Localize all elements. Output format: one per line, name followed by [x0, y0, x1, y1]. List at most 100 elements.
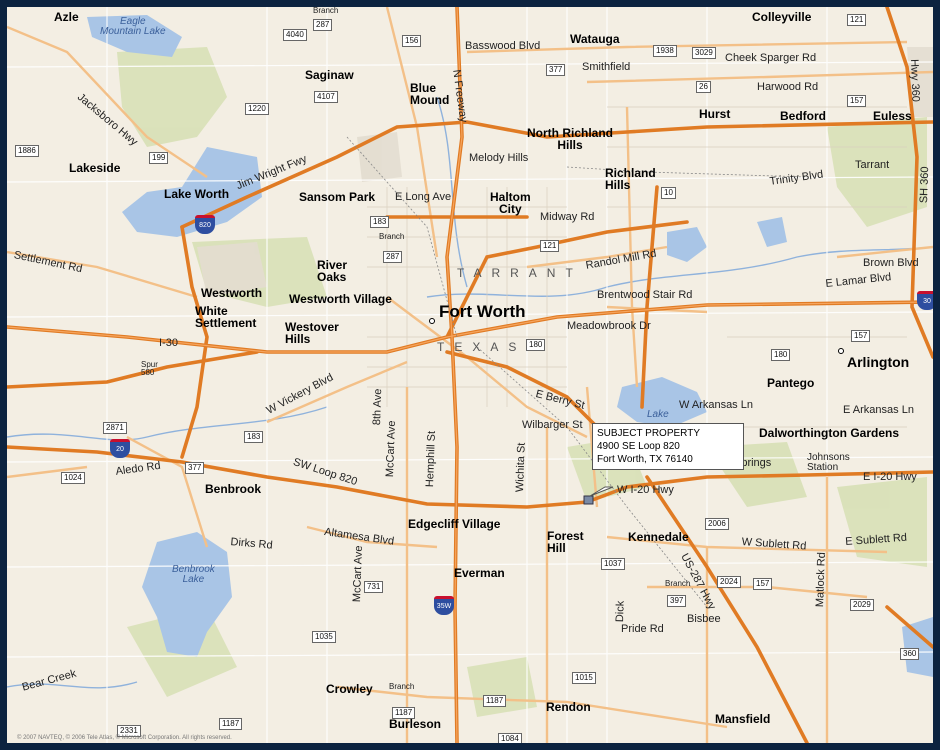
road-mccart: McCart Ave — [384, 420, 398, 478]
city-white-settlement: White Settlement — [195, 304, 257, 330]
city-forest-hill: Forest Hill — [547, 529, 584, 555]
route-shield: 1938 — [653, 45, 677, 57]
city-river-oaks: River Oaks — [317, 258, 348, 284]
route-shield: 10 — [661, 187, 676, 199]
road-pride: Pride Rd — [621, 623, 664, 635]
subject-property-title: SUBJECT PROPERTY — [597, 428, 700, 439]
minor-roads — [7, 7, 933, 743]
city-dalworthington-gardens: Dalworthington Gardens — [759, 426, 900, 440]
road-i30: I-30 — [159, 337, 178, 349]
route-shield: 2024 — [717, 576, 741, 588]
water-bodies — [87, 15, 933, 677]
road-hwy360: Hwy 360 — [908, 58, 922, 103]
road-wichita: Wichita St — [514, 442, 528, 493]
road-midway: Midway Rd — [540, 211, 595, 223]
route-shield: 1035 — [312, 631, 336, 643]
interstate-shield-820: 820 — [195, 215, 215, 234]
subject-property-city-line: Fort Worth, TX 76140 — [597, 454, 693, 465]
city-lakeside: Lakeside — [69, 161, 121, 175]
route-shield: 183 — [244, 431, 264, 443]
city-haltom-city: Haltom City — [490, 190, 531, 216]
route-shield: 4040 — [283, 29, 307, 41]
road-w-arkansas: W Arkansas Ln — [679, 399, 753, 411]
city-arlington: Arlington — [847, 354, 910, 370]
road-spur-580: Spur 580 — [141, 360, 158, 377]
route-shield: 1220 — [245, 103, 269, 115]
road-wilbarger: Wilbarger St — [522, 419, 583, 431]
route-shield: 157 — [851, 330, 871, 342]
road-sh360: SH 360 — [918, 166, 932, 204]
city-lake-worth: Lake Worth — [164, 187, 230, 201]
city-watauga: Watauga — [570, 32, 620, 46]
route-shield: 121 — [847, 14, 867, 26]
road-matlock: Matlock Rd — [814, 551, 828, 608]
state-label-texas: TEXAS — [437, 340, 527, 354]
route-shield: 287 — [383, 251, 403, 263]
route-shield: 4107 — [314, 91, 338, 103]
route-shield: 2331 — [117, 725, 141, 737]
route-shield: 1024 — [61, 472, 85, 484]
city-richland-hills: Richland Hills — [605, 166, 656, 192]
place-branch-top: Branch — [313, 7, 339, 15]
route-shield: 156 — [402, 35, 422, 47]
road-meadowbrook: Meadowbrook Dr — [567, 320, 651, 332]
water-eagle-mountain-lake: Eagle Mountain Lake — [100, 16, 166, 37]
interstate-shield-35w: 35W — [434, 596, 454, 615]
route-shield: 180 — [526, 339, 546, 351]
city-saginaw: Saginaw — [305, 68, 354, 82]
road-hemphill: Hemphill St — [424, 430, 438, 488]
interstate-shield-30: 30 — [917, 291, 933, 310]
route-shield: 199 — [149, 152, 169, 164]
route-shield: 1187 — [219, 718, 243, 730]
city-azle: Azle — [54, 10, 79, 24]
city-hurst: Hurst — [699, 107, 731, 121]
urban-areas — [197, 47, 933, 297]
city-kennedale: Kennedale — [628, 530, 689, 544]
city-fort-worth: Fort Worth — [439, 302, 526, 321]
highway-highlights — [7, 7, 933, 743]
road-cheek-sparger: Cheek Sparger Rd — [725, 52, 817, 64]
subject-property-marker — [583, 495, 594, 505]
road-w-i20: W I-20 Hwy — [617, 484, 674, 496]
city-burleson: Burleson — [389, 717, 442, 731]
rivers — [7, 96, 933, 689]
city-westworth-village: Westworth Village — [289, 292, 392, 306]
interstate-shield-20: 20 — [110, 439, 130, 458]
water-lake: Lake — [647, 409, 669, 420]
road-dick-price: Dick — [614, 600, 627, 623]
water-benbrook-lake: Benbrook Lake — [172, 564, 215, 585]
subject-property-callout[interactable]: SUBJECT PROPERTY 4900 SE Loop 820 Fort W… — [592, 423, 744, 470]
city-euless: Euless — [873, 109, 912, 123]
route-shield: 360 — [900, 648, 920, 660]
route-shield: 157 — [753, 578, 773, 590]
road-8th-ave: 8th Ave — [371, 388, 385, 426]
city-westover-hills: Westover Hills — [285, 320, 339, 346]
route-shield: 1187 — [483, 695, 507, 707]
city-dot-fort-worth — [429, 318, 435, 324]
route-shield: 397 — [667, 595, 687, 607]
city-westworth: Westworth — [201, 286, 263, 300]
road-basswood: Basswood Blvd — [465, 40, 541, 52]
route-shield: 2871 — [103, 422, 127, 434]
map-canvas[interactable]: TARRANT TEXAS Fort Worth Arlington Azle … — [7, 7, 933, 743]
city-colleyville: Colleyville — [752, 10, 812, 24]
road-e-i20: E I-20 Hwy — [863, 471, 917, 483]
route-shield: 1015 — [572, 672, 596, 684]
city-everman: Everman — [454, 566, 505, 580]
map-graphics — [7, 7, 933, 743]
place-branch-mid: Branch — [379, 232, 405, 241]
place-melody-hills: Melody Hills — [469, 152, 529, 164]
road-smithfield: Smithfield — [582, 61, 631, 73]
route-shield: 1187 — [392, 707, 416, 719]
route-shield: 2029 — [850, 599, 874, 611]
city-blue-mound: Blue Mound — [410, 81, 450, 107]
city-north-richland-hills: North Richland Hills — [527, 126, 613, 152]
place-springs: Springs — [734, 457, 772, 469]
route-shield: 377 — [546, 64, 566, 76]
subject-property-address: 4900 SE Loop 820 — [597, 441, 680, 452]
route-shield: 1886 — [15, 145, 39, 157]
road-brown: Brown Blvd — [863, 257, 919, 269]
route-shield: 157 — [847, 95, 867, 107]
city-dot-arlington — [838, 348, 844, 354]
